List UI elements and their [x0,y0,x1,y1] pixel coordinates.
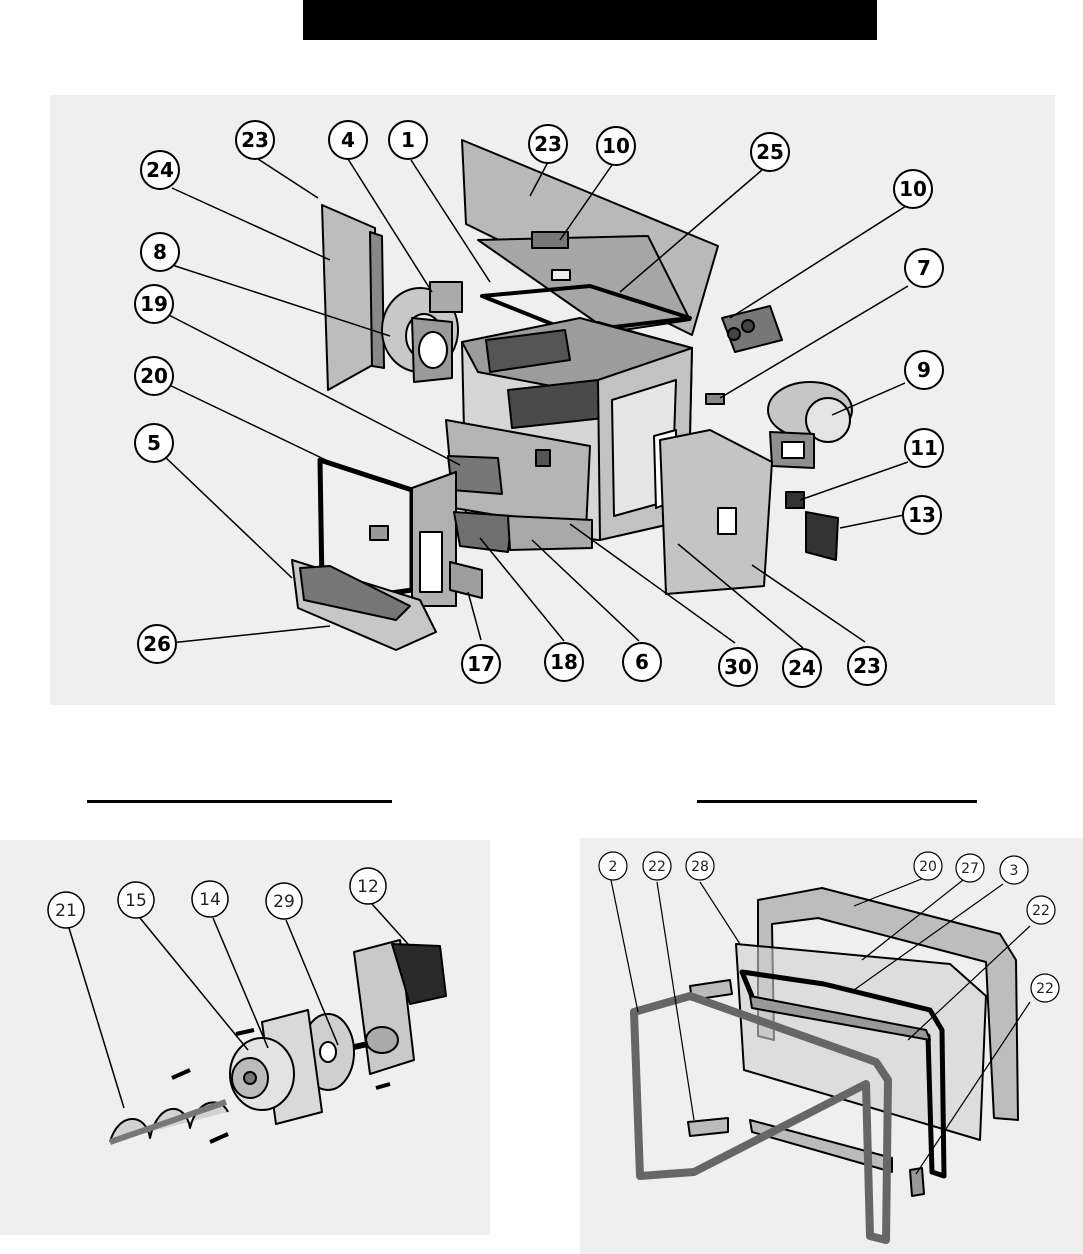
auger-section-rule [87,800,392,803]
svg-text:12: 12 [357,877,379,897]
svg-text:29: 29 [273,892,295,912]
svg-text:27: 27 [961,861,979,877]
callout-28: 28 [685,851,715,881]
callout-2: 2 [598,851,628,881]
callout-23-b: 23 [528,124,568,164]
svg-text:30: 30 [724,655,752,679]
svg-text:1: 1 [401,128,415,152]
callout-6: 6 [622,642,662,682]
callout-24-a: 24 [140,150,180,190]
svg-text:14: 14 [199,890,221,910]
callout-10-b: 10 [893,169,933,209]
door-front-frame [630,992,892,1244]
callout-10-a: 10 [596,126,636,166]
svg-text:10: 10 [899,177,927,201]
svg-text:7: 7 [917,256,931,280]
callout-20: 20 [134,356,174,396]
callout-19: 19 [134,284,174,324]
svg-text:2: 2 [609,859,618,875]
svg-text:9: 9 [917,358,931,382]
svg-text:17: 17 [467,652,495,676]
callout-23-c: 23 [847,646,887,686]
svg-text:25: 25 [756,140,784,164]
callout-9: 9 [904,350,944,390]
svg-text:20: 20 [140,364,168,388]
svg-text:13: 13 [908,503,936,527]
svg-text:24: 24 [146,158,174,182]
callout-30: 30 [718,647,758,687]
door-section-rule [697,800,977,803]
auger-parts-drawing [109,939,447,1145]
svg-text:23: 23 [241,128,269,152]
svg-text:4: 4 [341,128,355,152]
top-gasket [480,284,692,334]
callout-5: 5 [134,423,174,463]
callout-21: 21 [47,891,85,929]
door-leader-lines [610,877,1031,1175]
svg-text:23: 23 [853,654,881,678]
svg-text:15: 15 [125,891,147,911]
callout-15: 15 [117,881,155,919]
callout-17: 17 [461,644,501,684]
svg-text:21: 21 [55,901,77,921]
svg-text:10: 10 [602,134,630,158]
svg-text:19: 19 [140,292,168,316]
callout-7: 7 [904,248,944,288]
callout-25: 25 [750,132,790,172]
svg-text:8: 8 [153,240,167,264]
door-parts-drawing [630,887,1019,1244]
svg-text:22: 22 [1036,981,1054,997]
callout-11: 11 [904,428,944,468]
callout-20-door: 20 [913,851,943,881]
callout-22-a: 22 [642,851,672,881]
callout-12: 12 [349,867,387,905]
callout-26: 26 [137,624,177,664]
callout-29: 29 [265,882,303,920]
callout-22-b: 22 [1026,895,1056,925]
svg-text:22: 22 [1032,903,1050,919]
svg-text:28: 28 [691,859,709,875]
callout-13: 13 [902,495,942,535]
stove-parts-drawing [291,139,853,651]
callout-3: 3 [999,855,1029,885]
callout-8: 8 [140,232,180,272]
door-glass [735,943,987,1141]
vent-grill [805,511,839,561]
callout-4: 4 [328,120,368,160]
svg-text:24: 24 [788,656,816,680]
callout-1: 1 [388,120,428,160]
svg-text:22: 22 [648,859,666,875]
auger-leader-lines [68,903,409,1109]
callout-14: 14 [191,880,229,918]
svg-text:23: 23 [534,132,562,156]
callout-23-a: 23 [235,120,275,160]
callout-18: 18 [544,642,584,682]
svg-text:5: 5 [147,431,161,455]
svg-text:26: 26 [143,632,171,656]
svg-text:6: 6 [635,650,649,674]
callout-27: 27 [955,853,985,883]
burn-pot [453,511,513,553]
main-leader-lines [162,158,909,649]
svg-text:20: 20 [919,859,937,875]
title-bar [303,0,877,40]
callout-22-c: 22 [1030,973,1060,1003]
callout-24-b: 24 [782,648,822,688]
svg-text:3: 3 [1010,863,1019,879]
svg-text:11: 11 [910,436,938,460]
svg-text:18: 18 [550,650,578,674]
